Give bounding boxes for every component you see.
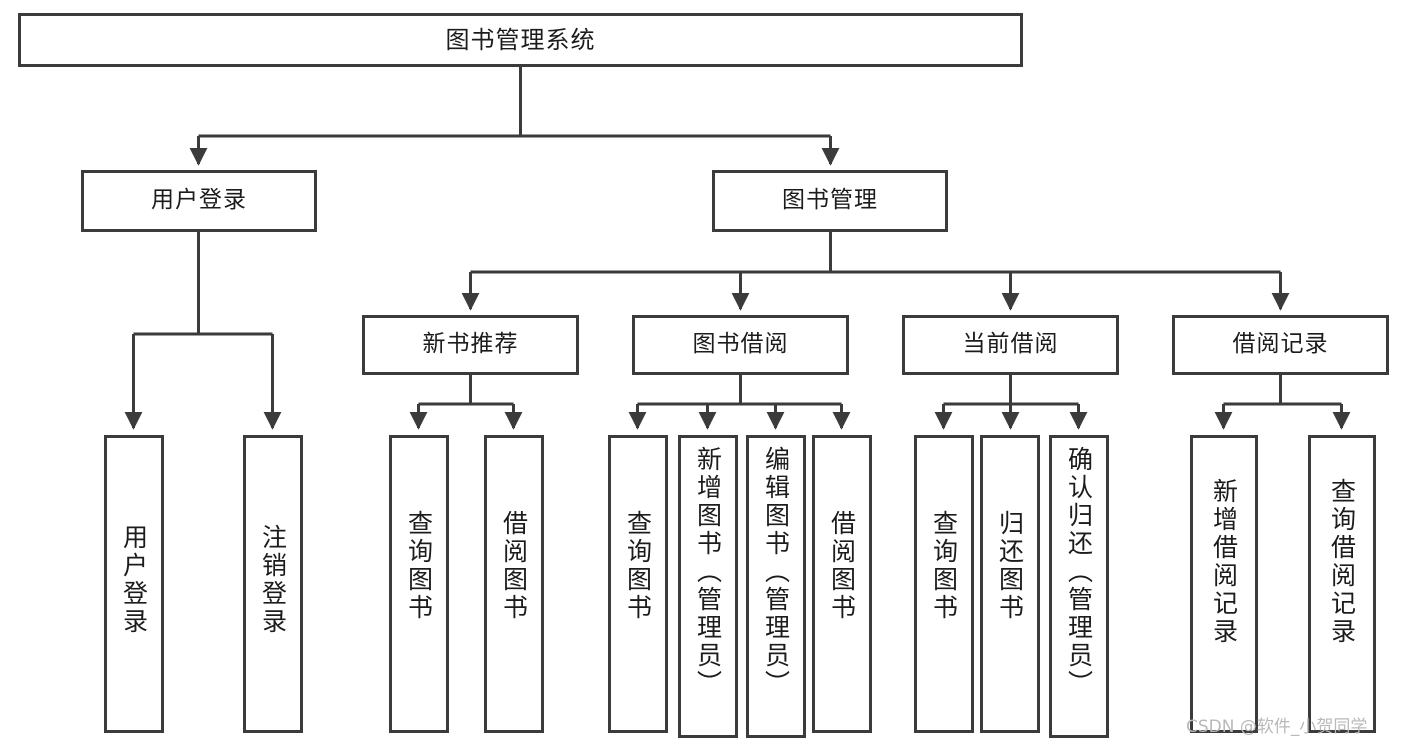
leaf-edit-book-admin[interactable]: 编辑图书（管理员） bbox=[746, 435, 806, 738]
node-borrow-record[interactable]: 借阅记录 bbox=[1172, 315, 1389, 375]
leaf-borrow-book-recommend[interactable]: 借阅图书 bbox=[484, 435, 544, 733]
leaf-query-book-borrow-label: 查询图书 bbox=[623, 510, 653, 622]
leaf-query-borrow-record-label: 查询借阅记录 bbox=[1327, 478, 1357, 646]
leaf-query-borrow-record[interactable]: 查询借阅记录 bbox=[1308, 435, 1376, 733]
leaf-add-book-admin[interactable]: 新增图书（管理员） bbox=[678, 435, 738, 738]
leaf-borrow-book-borrow-label: 借阅图书 bbox=[827, 510, 857, 622]
node-root-label: 图书管理系统 bbox=[445, 25, 596, 54]
leaf-query-book-recommend-label: 查询图书 bbox=[404, 510, 434, 622]
leaf-query-book-recommend[interactable]: 查询图书 bbox=[389, 435, 449, 733]
node-current-borrow[interactable]: 当前借阅 bbox=[902, 315, 1119, 375]
leaf-borrow-book-borrow[interactable]: 借阅图书 bbox=[812, 435, 872, 733]
leaf-logout[interactable]: 注销登录 bbox=[243, 435, 303, 733]
leaf-query-book-current[interactable]: 查询图书 bbox=[914, 435, 974, 733]
leaf-query-book-borrow[interactable]: 查询图书 bbox=[608, 435, 668, 733]
node-root[interactable]: 图书管理系统 bbox=[18, 13, 1023, 67]
leaf-user-login-label: 用户登录 bbox=[119, 524, 149, 636]
node-book-management-label: 图书管理 bbox=[782, 187, 878, 214]
leaf-add-borrow-record[interactable]: 新增借阅记录 bbox=[1190, 435, 1258, 733]
node-book-borrow[interactable]: 图书借阅 bbox=[632, 315, 849, 375]
leaf-query-book-current-label: 查询图书 bbox=[929, 510, 959, 622]
node-borrow-record-label: 借阅记录 bbox=[1232, 331, 1329, 358]
leaf-add-book-admin-label: 新增图书（管理员） bbox=[693, 446, 723, 698]
leaf-return-book[interactable]: 归还图书 bbox=[980, 435, 1040, 733]
leaf-return-book-label: 归还图书 bbox=[995, 510, 1025, 622]
node-user-login[interactable]: 用户登录 bbox=[81, 170, 317, 232]
node-current-borrow-label: 当前借阅 bbox=[962, 331, 1059, 358]
node-new-book-recommend-label: 新书推荐 bbox=[422, 331, 519, 358]
leaf-logout-label: 注销登录 bbox=[258, 524, 288, 636]
node-book-borrow-label: 图书借阅 bbox=[692, 331, 789, 358]
node-new-book-recommend[interactable]: 新书推荐 bbox=[362, 315, 579, 375]
leaf-user-login[interactable]: 用户登录 bbox=[104, 435, 164, 733]
leaf-borrow-book-recommend-label: 借阅图书 bbox=[499, 510, 529, 622]
leaf-confirm-return-admin[interactable]: 确认归还（管理员） bbox=[1049, 435, 1109, 738]
leaf-edit-book-admin-label: 编辑图书（管理员） bbox=[761, 446, 791, 698]
leaf-add-borrow-record-label: 新增借阅记录 bbox=[1209, 478, 1239, 646]
node-user-login-label: 用户登录 bbox=[151, 187, 247, 214]
leaf-confirm-return-admin-label: 确认归还（管理员） bbox=[1064, 446, 1094, 698]
node-book-management[interactable]: 图书管理 bbox=[712, 170, 948, 232]
watermark: CSDN @软件_小贺同学 bbox=[1186, 717, 1368, 737]
